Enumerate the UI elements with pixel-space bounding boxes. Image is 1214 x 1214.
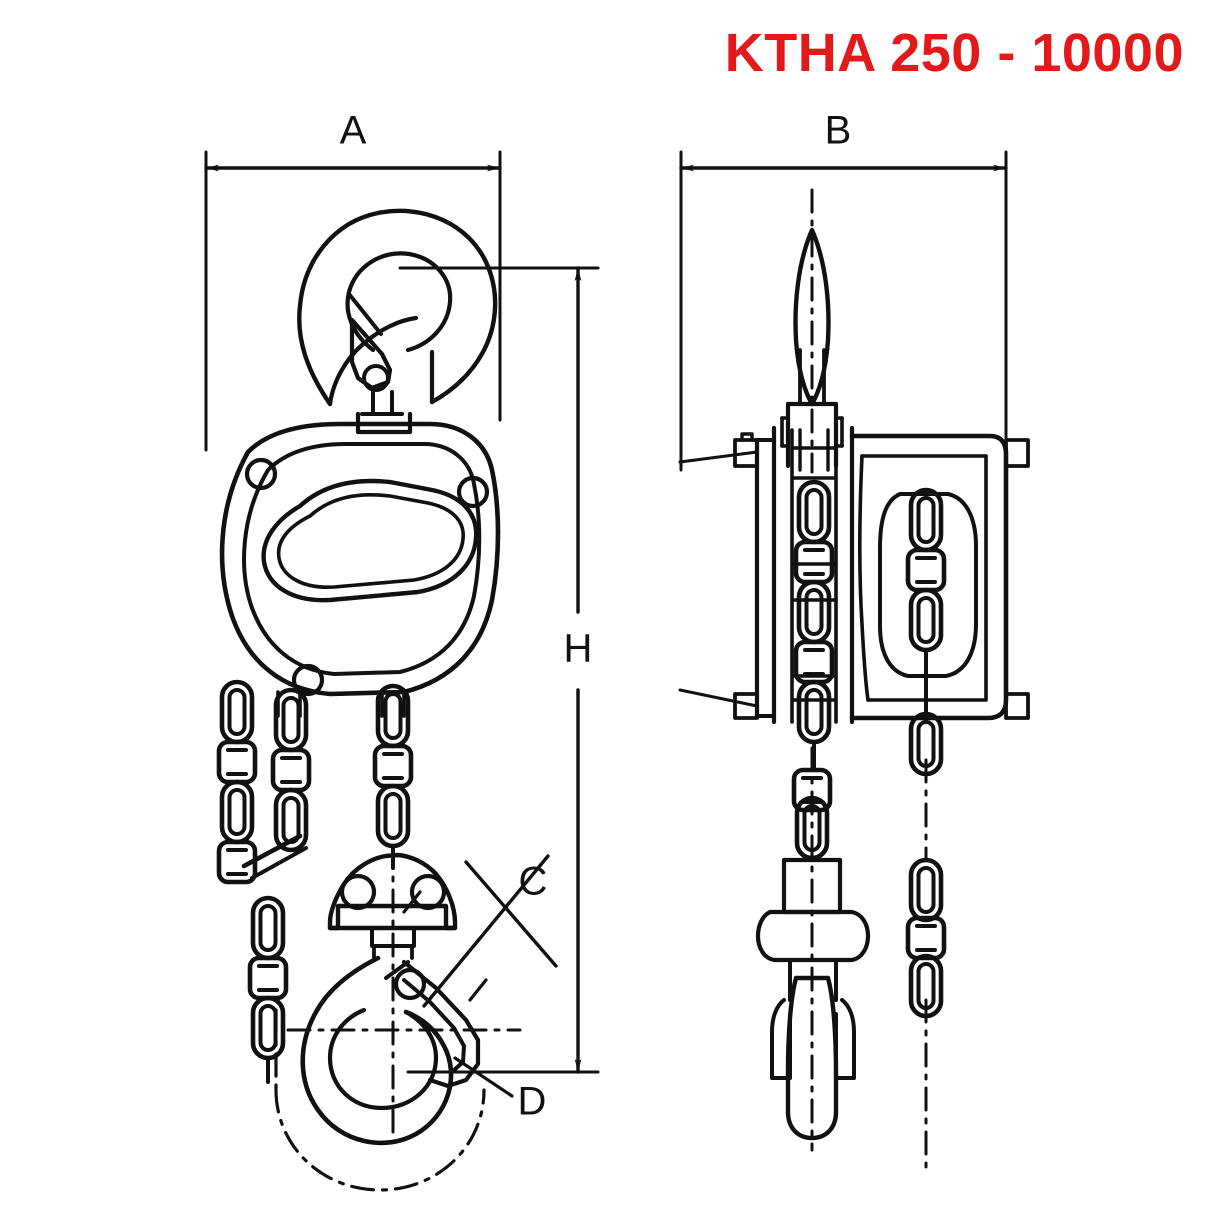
dimension-label-a: A	[340, 109, 367, 153]
dimension-b	[679, 150, 1008, 472]
drawing-title: KTHA 250 - 10000	[724, 23, 1184, 83]
bottom-hook	[300, 955, 481, 1146]
side-hand-chain-lower	[908, 860, 944, 1016]
front-centerlines	[286, 844, 522, 1138]
gear-housing	[219, 421, 501, 697]
hand-chain-left	[219, 682, 286, 1084]
dimension-label-d: D	[518, 1080, 547, 1124]
hand-chain-right	[241, 690, 309, 880]
dimension-h	[398, 266, 600, 1074]
dimension-label-b: B	[825, 109, 852, 153]
dimension-label-c: C	[519, 860, 548, 904]
dimension-label-h: H	[564, 627, 593, 671]
hook-swing-arc	[274, 1008, 486, 1192]
dimension-c	[402, 854, 558, 1008]
side-housing	[678, 425, 1030, 725]
side-load-chain	[796, 482, 832, 772]
side-bottom-hook	[755, 770, 871, 1141]
dimension-d	[453, 1056, 514, 1098]
dimension-a	[204, 150, 502, 452]
side-hand-chain	[908, 490, 944, 774]
side-centerlines	[810, 188, 928, 1172]
top-hook	[297, 208, 498, 435]
